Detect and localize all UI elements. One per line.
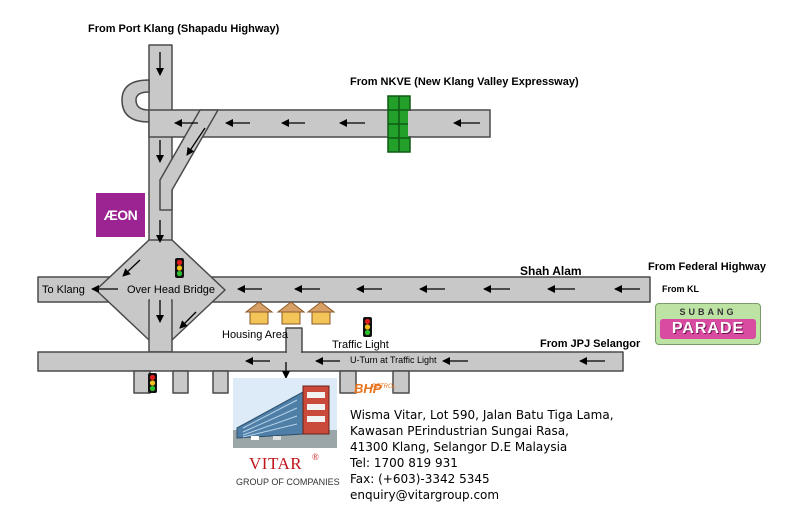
label-from-jpj-selangor: From JPJ Selangor [540,338,641,350]
stub-4 [339,370,357,394]
traffic-light-icon [363,317,372,337]
stub-5 [392,370,410,394]
vitar-building-photo [233,378,337,448]
house-icon [276,301,306,325]
vitar-registered-mark: ® [312,452,319,462]
stub-1 [133,370,151,394]
traffic-light-icon [175,258,184,278]
label-over-head-bridge: Over Head Bridge [127,284,216,296]
subang-parade-logo: SUBANG PARADE [655,303,761,345]
address-line-1: Wisma Vitar, Lot 590, Jalan Batu Tiga La… [350,408,614,422]
label-from-nkve: From NKVE (New Klang Valley Expressway) [350,76,579,88]
email-address[interactable]: enquiry@vitargroup.com [350,488,500,502]
vitar-logo: VITAR [249,454,303,473]
bhp-petrol-logo: BHP [354,381,382,396]
housing-access [285,327,303,353]
traffic-light-icon [148,373,157,393]
loop-ramp [121,79,150,123]
aeon-logo: ÆON [96,193,145,237]
direction-arrows [91,52,640,379]
label-from-kl: From KL [662,284,699,294]
nkve-interchange-icon [387,95,491,153]
phone-number: Tel: 1700 819 931 [350,456,458,470]
parade-label: PARADE [660,319,756,339]
bhp-petrol-sublabel: PETROL [372,384,397,390]
address-line-3: 41300 Klang, Selangor D.E Malaysia [350,440,568,454]
label-to-klang: To Klang [42,284,85,296]
fax-number: Fax: (+603)-3342 5345 [350,472,490,486]
label-from-federal-highway: From Federal Highway [648,261,766,273]
house-icon [306,301,336,325]
label-shah-alam: Shah Alam [520,264,582,278]
label-housing-area: Housing Area [222,329,289,341]
label-from-port-klang: From Port Klang (Shapadu Highway) [88,23,280,35]
label-traffic-light: Traffic Light [332,339,389,351]
stub-2 [172,370,189,394]
address-line-2: Kawasan PErindustrian Sungai Rasa, [350,424,569,438]
vitar-group-label: GROUP OF COMPANIES [236,477,340,487]
house-icon [244,301,274,325]
nkve-ramp [159,109,219,211]
stub-3 [212,370,229,394]
label-uturn: U-Turn at Traffic Light [350,355,437,365]
subang-label: SUBANG [679,307,737,317]
